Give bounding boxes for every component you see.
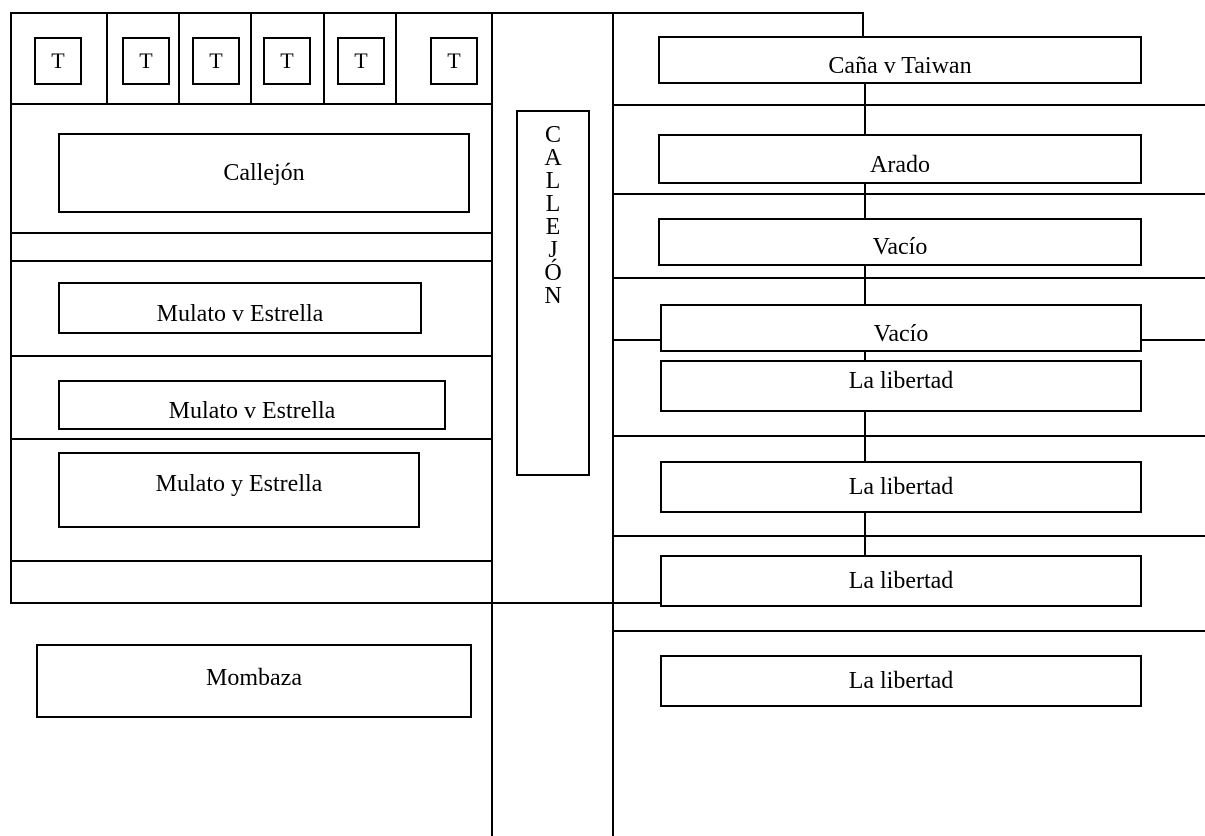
left-plot-label: Mombaza (206, 665, 302, 691)
right-plot-box: La libertad (660, 555, 1142, 607)
top-right-stub (862, 12, 864, 38)
left-plot-divider (10, 355, 492, 357)
alley-letter: L (545, 168, 561, 194)
alley-letter: C (544, 122, 561, 148)
right-plot-label: La libertad (848, 668, 954, 694)
right-plot-box: La libertad (660, 655, 1142, 707)
right-plot-label: Vacío (872, 234, 928, 260)
left-plot-label: Mulato v Estrella (168, 398, 336, 424)
right-plot-box: La libertad (660, 360, 1142, 412)
plot-t-label: T (139, 48, 153, 73)
right-plot-divider (612, 535, 1205, 537)
right-plot-label: La libertad (848, 474, 954, 500)
t-row-divider (250, 12, 252, 104)
right-plot-box: La libertad (660, 461, 1142, 513)
right-plot-box: Vacío (660, 304, 1142, 352)
left-plot-divider (10, 438, 492, 440)
left-plot-divider (10, 232, 492, 234)
plot-t-box: T (192, 37, 240, 85)
left-plot-label: Callejón (223, 160, 305, 186)
left-plot-divider (10, 560, 492, 562)
right-plot-label: Arado (870, 152, 930, 178)
right-plot-divider (612, 277, 1205, 279)
right-plot-divider (612, 435, 1205, 437)
alley-top-border (491, 12, 864, 14)
alley-label-box: C A L L E J Ó N (516, 110, 590, 476)
left-plot-box: Mulato v Estrella (58, 380, 446, 430)
right-plot-divider (612, 104, 1205, 106)
t-row-divider (178, 12, 180, 104)
left-block-bottom-border (10, 602, 662, 604)
left-plot-label: Mulato v Estrella (156, 301, 324, 327)
right-plot-box: Vacío (658, 218, 1142, 266)
plot-t-box: T (337, 37, 385, 85)
plot-t-label: T (280, 48, 294, 73)
right-plot-box: Caña v Taiwan (658, 36, 1142, 84)
plot-t-label: T (447, 48, 461, 73)
plot-t-box: T (122, 37, 170, 85)
left-plot-divider (10, 260, 492, 262)
plot-t-label: T (354, 48, 368, 73)
right-plot-divider (612, 193, 1205, 195)
left-plot-box: Callejón (58, 133, 470, 213)
alley-letter: N (544, 283, 562, 309)
left-plot-box: Mulato y Estrella (58, 452, 420, 528)
t-row-divider (323, 12, 325, 104)
t-row-divider (395, 12, 397, 104)
left-block-left-border (10, 12, 12, 604)
plot-t-label: T (51, 48, 65, 73)
left-plot-divider (10, 103, 492, 105)
right-plot-box: Arado (658, 134, 1142, 184)
right-plot-label: La libertad (848, 368, 954, 394)
plot-t-box: T (263, 37, 311, 85)
plot-t-label: T (209, 48, 223, 73)
alley-letter: L (545, 191, 561, 217)
alley-right-border (612, 12, 614, 836)
alley-letter: A (544, 145, 562, 171)
t-row-divider (106, 12, 108, 104)
plot-t-box: T (430, 37, 478, 85)
left-plot-label: Mulato y Estrella (155, 471, 323, 497)
alley-letter: Ó (544, 260, 562, 286)
alley-letter: J (548, 237, 558, 263)
alley-letter: E (545, 214, 561, 240)
right-plot-label: Caña v Taiwan (828, 53, 972, 79)
plot-t-box: T (34, 37, 82, 85)
right-plot-divider (612, 630, 1205, 632)
right-plot-label: Vacío (873, 321, 929, 347)
right-plot-label: La libertad (848, 568, 954, 594)
left-block-right-border (491, 12, 493, 836)
left-plot-box: Mulato v Estrella (58, 282, 422, 334)
left-plot-box: Mombaza (36, 644, 472, 718)
